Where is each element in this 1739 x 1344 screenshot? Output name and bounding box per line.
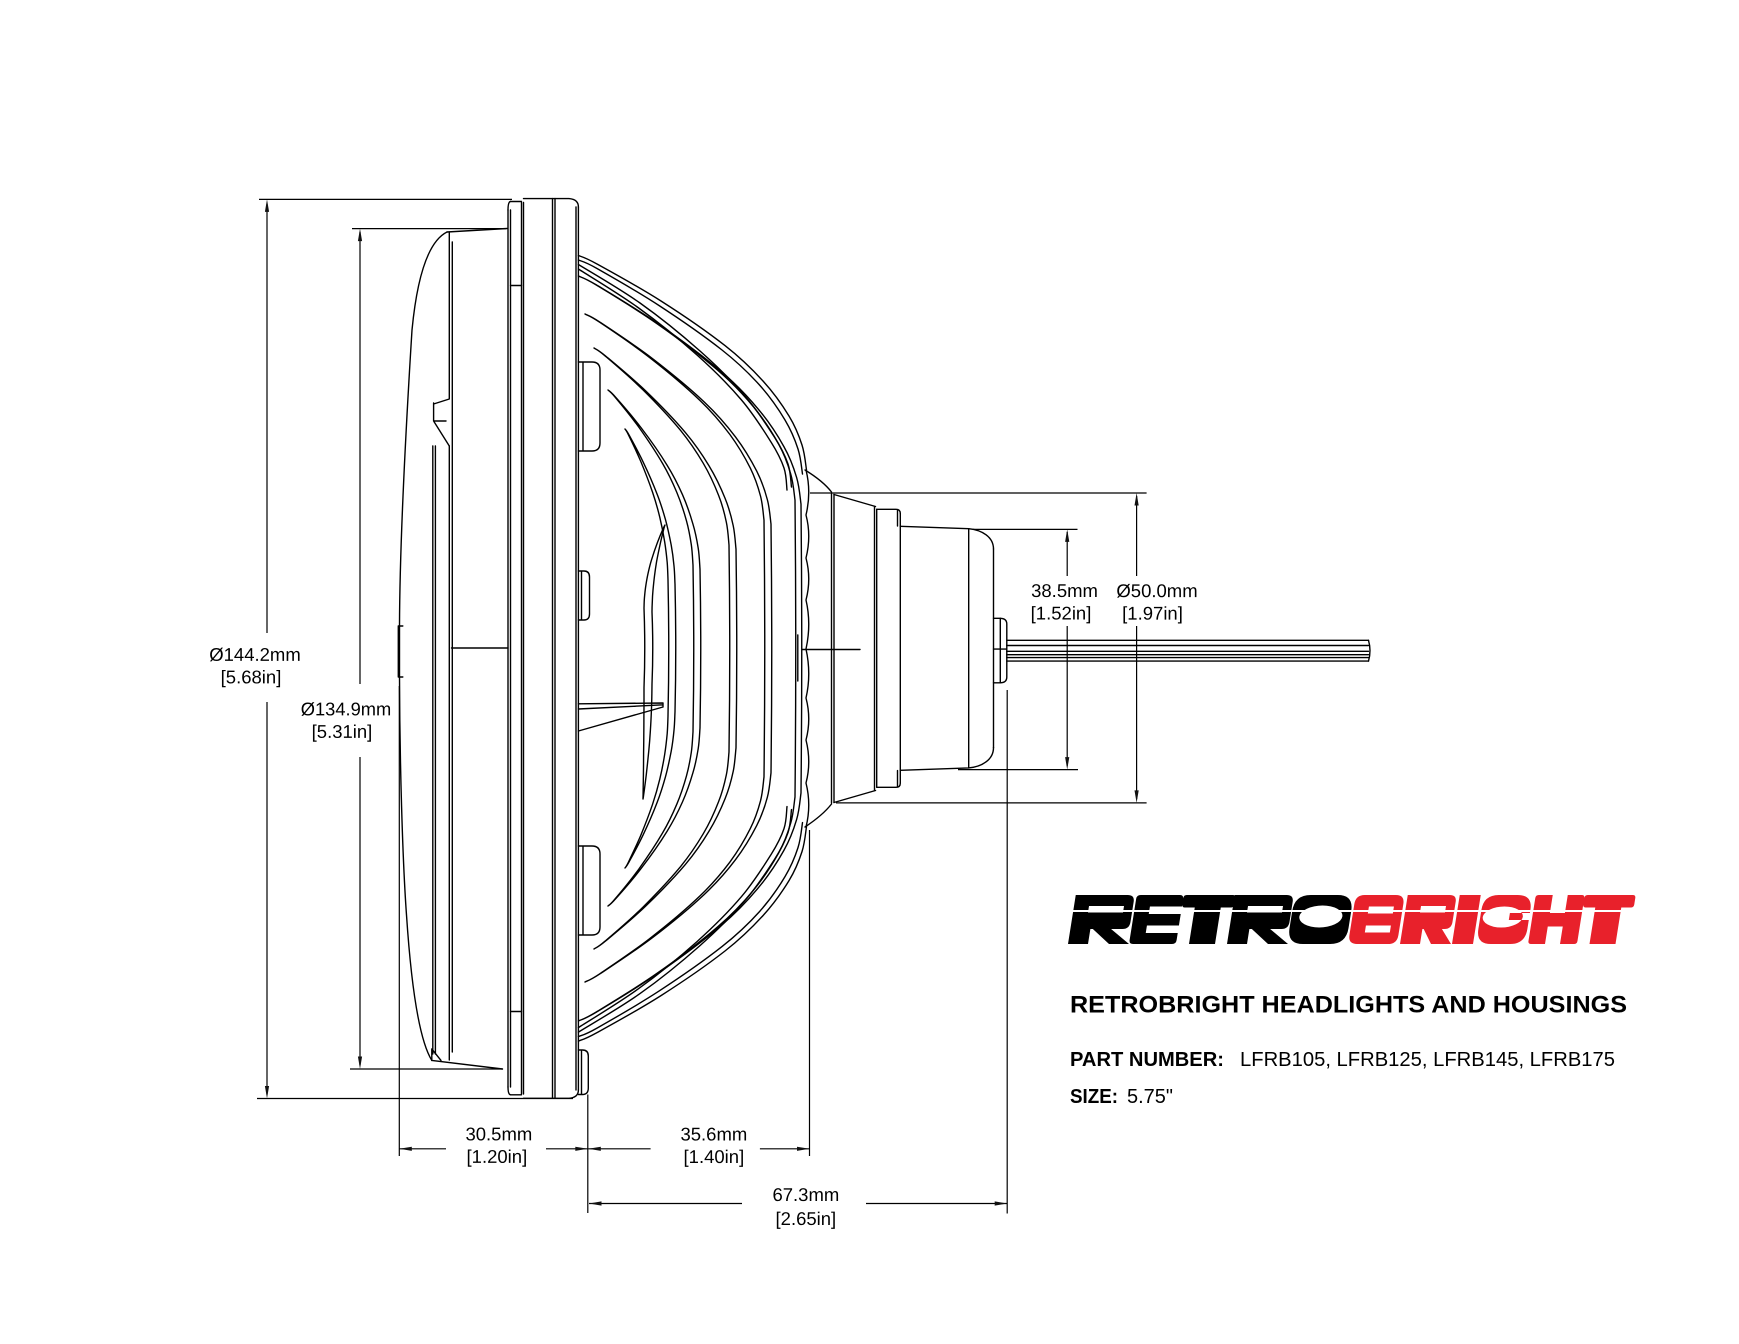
svg-text:[1.52in]: [1.52in] [1031, 603, 1092, 624]
svg-text:SIZE:: SIZE: [1070, 1086, 1118, 1108]
svg-text:[5.31in]: [5.31in] [312, 721, 373, 742]
svg-text:[5.68in]: [5.68in] [221, 666, 282, 687]
svg-text:38.5mm: 38.5mm [1031, 580, 1098, 601]
svg-text:5.75": 5.75" [1127, 1086, 1173, 1108]
svg-text:[1.20in]: [1.20in] [467, 1146, 528, 1167]
svg-text:30.5mm: 30.5mm [465, 1123, 532, 1144]
svg-text:35.6mm: 35.6mm [680, 1123, 747, 1144]
svg-text:67.3mm: 67.3mm [772, 1184, 839, 1205]
svg-text:RETROBRIGHT HEADLIGHTS AND HOU: RETROBRIGHT HEADLIGHTS AND HOUSINGS [1070, 992, 1627, 1019]
svg-text:Ø134.9mm: Ø134.9mm [301, 698, 392, 719]
svg-text:Ø144.2mm: Ø144.2mm [209, 644, 301, 665]
svg-text:LFRB105, LFRB125, LFRB145, LFR: LFRB105, LFRB125, LFRB145, LFRB175 [1240, 1049, 1615, 1071]
svg-text:[2.65in]: [2.65in] [776, 1208, 837, 1229]
svg-text:[1.97in]: [1.97in] [1122, 603, 1183, 624]
svg-text:Ø50.0mm: Ø50.0mm [1116, 580, 1197, 601]
svg-text:[1.40in]: [1.40in] [684, 1146, 745, 1167]
svg-text:PART NUMBER:: PART NUMBER: [1070, 1049, 1224, 1071]
